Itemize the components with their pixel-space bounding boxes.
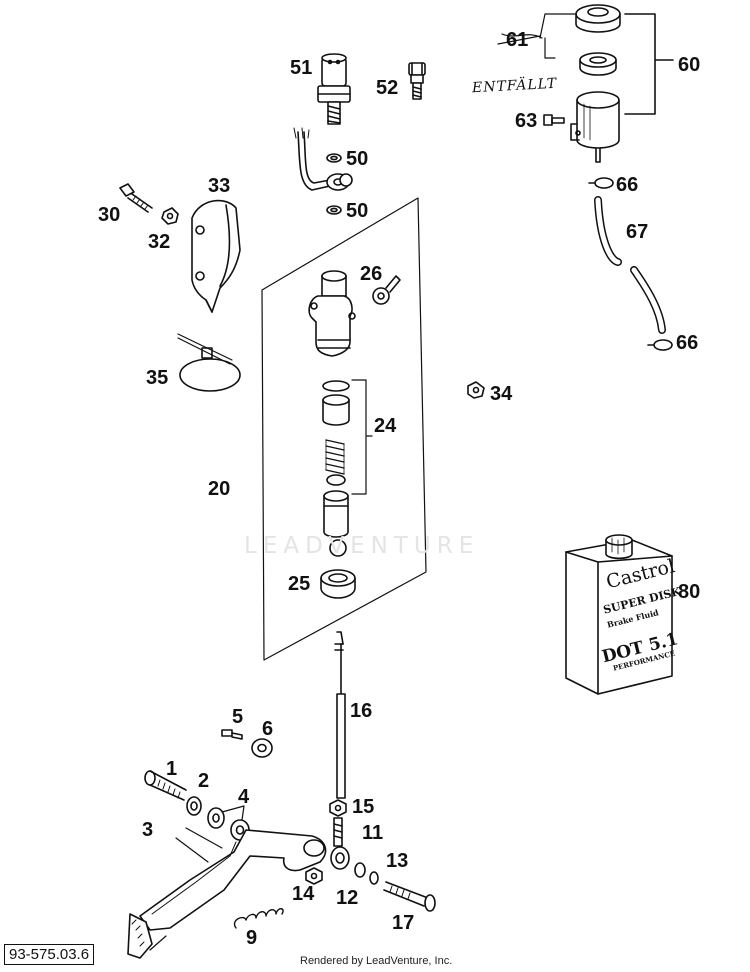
o-ring <box>322 380 350 392</box>
washer-2 <box>186 796 202 816</box>
circlip <box>329 539 347 557</box>
bearing-4b-hole <box>235 825 245 835</box>
callout-34: 34 <box>490 383 513 405</box>
callout-35: 35 <box>146 367 169 389</box>
nut-15 <box>329 799 347 817</box>
callout-52: 52 <box>376 77 399 99</box>
washer-12 <box>354 862 366 878</box>
bracket-24 <box>351 379 373 495</box>
callout-6: 6 <box>262 718 274 740</box>
callout-80: 80 <box>678 581 701 603</box>
banjo-bolt-52 <box>408 62 426 100</box>
washer-50a-hole <box>330 155 338 161</box>
callout-14: 14 <box>292 883 315 905</box>
bracket-3 <box>175 827 223 863</box>
washer-50b-hole <box>330 207 338 213</box>
callout-67: 67 <box>626 221 649 243</box>
kit-outline-20 <box>261 197 427 661</box>
screw-63 <box>543 114 565 126</box>
bearing-4a <box>207 807 225 829</box>
callout-24: 24 <box>374 415 397 437</box>
callout-26: 26 <box>360 263 383 285</box>
callout-33: 33 <box>208 175 231 197</box>
callout-15: 15 <box>352 796 375 818</box>
brake-line-banjo <box>293 127 353 191</box>
spring-9 <box>233 908 284 929</box>
callout-4: 4 <box>238 786 250 808</box>
spring <box>325 439 346 486</box>
master-cylinder-body <box>308 270 356 357</box>
washer-2-hole <box>190 801 198 811</box>
washer-13 <box>369 871 379 885</box>
reservoir-60 <box>570 4 621 163</box>
callout-11: 11 <box>362 822 384 844</box>
bolt-17 <box>383 881 436 912</box>
strike-61 <box>497 33 543 45</box>
callout-51: 51 <box>290 57 313 79</box>
callout-66b: 66 <box>676 332 699 354</box>
callout-17: 17 <box>392 912 415 934</box>
callout-12: 12 <box>336 887 359 909</box>
bracket-4 <box>221 805 245 821</box>
callout-1: 1 <box>166 758 178 780</box>
nut-14 <box>305 867 323 885</box>
nut-32 <box>161 207 179 225</box>
callout-60: 60 <box>678 54 701 76</box>
render-credit: Rendered by LeadVenture, Inc. <box>300 955 453 967</box>
callout-63: 63 <box>515 110 538 132</box>
brake-fluid-can-80 <box>565 534 673 695</box>
hose-clamp-66b <box>647 339 673 351</box>
hose-clamp-66a <box>588 177 614 189</box>
bracket-60 <box>624 13 674 115</box>
hose-67 <box>594 196 666 334</box>
diagram-id: 93-575.03.6 <box>4 944 95 965</box>
heat-shield-33 <box>191 199 241 313</box>
callout-50a: 50 <box>346 148 369 170</box>
dust-boot-25 <box>320 569 356 599</box>
callout-25: 25 <box>288 573 311 595</box>
callout-61: 61 <box>506 29 529 51</box>
push-rod-16 <box>334 631 346 799</box>
callout-32: 32 <box>148 231 171 253</box>
watermark: LEADVENTURE <box>244 533 480 559</box>
callout-30: 30 <box>98 204 121 226</box>
washer-50a <box>326 153 342 163</box>
washer-50b <box>326 205 342 215</box>
callout-66a: 66 <box>616 174 639 196</box>
callout-50b: 50 <box>346 200 369 222</box>
callout-5: 5 <box>232 706 244 728</box>
piston <box>323 490 349 538</box>
spacer-6 <box>251 738 273 758</box>
callout-16: 16 <box>350 700 373 722</box>
adapter-26 <box>372 275 401 305</box>
bolt-30 <box>119 183 153 213</box>
clevis-11 <box>330 817 350 870</box>
bearing-4a-hole <box>212 813 220 823</box>
cable-tie-35 <box>177 333 241 392</box>
piston-sleeve <box>322 394 350 426</box>
nut-34 <box>467 381 485 399</box>
bracket-61 <box>539 13 576 59</box>
callout-13: 13 <box>386 850 409 872</box>
callout-20: 20 <box>208 478 231 500</box>
bolt-5 <box>221 729 243 740</box>
brake-pedal <box>127 829 327 959</box>
pivot-bolt-1 <box>144 770 187 801</box>
callout-9: 9 <box>246 927 258 949</box>
callout-3: 3 <box>142 819 154 841</box>
callout-2: 2 <box>198 770 210 792</box>
brake-light-switch-51 <box>317 53 351 125</box>
